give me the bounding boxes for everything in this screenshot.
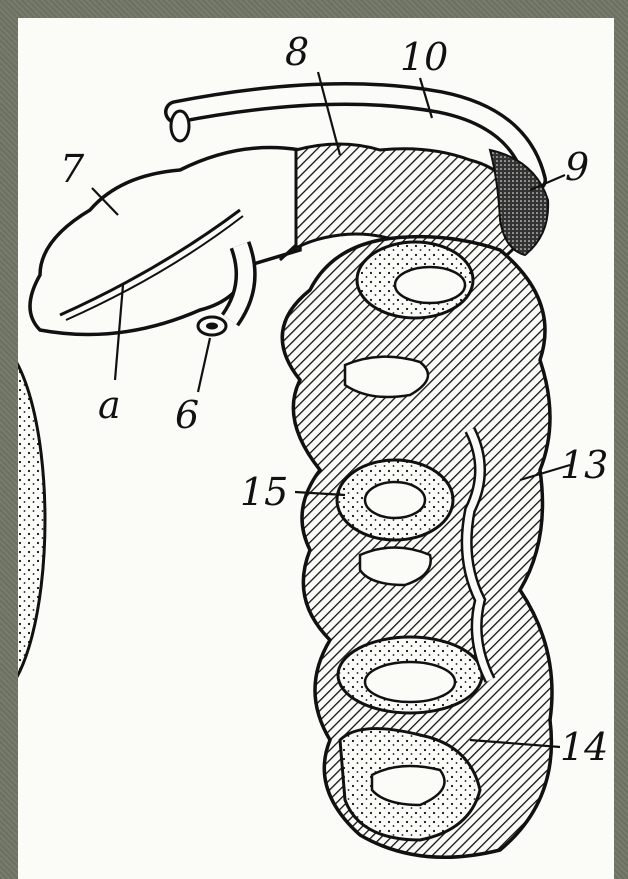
left-edge-organ: [18, 340, 45, 700]
intestine-coils: [282, 237, 552, 858]
label-6: 6: [175, 393, 199, 437]
label-8: 8: [285, 30, 309, 74]
label-10: 10: [400, 35, 448, 79]
label-a: a: [98, 383, 121, 427]
label-13: 13: [560, 443, 608, 487]
label-7: 7: [60, 147, 85, 191]
label-9: 9: [565, 145, 589, 189]
label-15: 15: [240, 470, 288, 514]
anatomy-diagram: 7 8 10 9 a 6 13 15 14: [18, 18, 614, 879]
label-14: 14: [560, 725, 608, 769]
figure-sheet: 7 8 10 9 a 6 13 15 14: [18, 18, 614, 879]
